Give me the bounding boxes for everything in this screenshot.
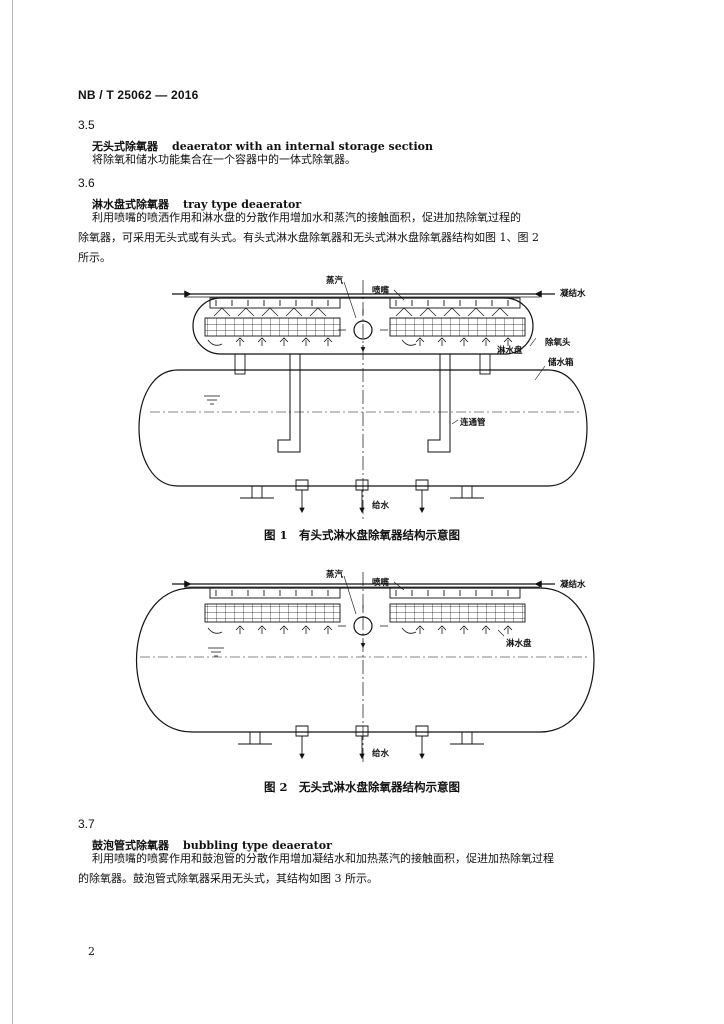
connecting-pipe-right xyxy=(427,354,451,453)
feedwater-outlet xyxy=(355,479,369,512)
definition-line: 所示。 xyxy=(78,251,111,264)
label-tray: 淋水盘 xyxy=(497,345,523,356)
section-number-3-6: 3.6 xyxy=(78,176,95,190)
connecting-pipe-left xyxy=(277,354,301,453)
water-level-symbol xyxy=(208,647,224,657)
definition-line: 利用喷嘴的喷洒作用和淋水盘的分散作用增加水和蒸汽的接触面积，促进加热除氧过程的 xyxy=(92,211,521,224)
label-feedwater: 给水 xyxy=(372,748,390,759)
tank-shell xyxy=(135,587,595,733)
term-en: bubbling type deaerator xyxy=(183,839,332,852)
label-tray: 淋水盘 xyxy=(506,638,532,649)
figure-2-diagram: 蒸汽 喷嘴 凝结水 淋水盘 给水 xyxy=(135,569,595,770)
section-number-3-5: 3.5 xyxy=(78,118,95,132)
feedwater-outlet xyxy=(355,725,369,758)
water-level-symbol xyxy=(204,395,220,405)
tray-stack-right xyxy=(389,603,526,623)
page-number: 2 xyxy=(88,945,95,958)
term-zh: 无头式除氧器 xyxy=(92,140,158,153)
section-number-3-7: 3.7 xyxy=(78,817,95,831)
definition-line: 除氧器，可采用无头式或有头式。有头式淋水盘除氧器和无头式淋水盘除氧器结构如图 1… xyxy=(78,231,539,244)
page-edge-line xyxy=(12,0,13,1024)
label-condensate: 凝结水 xyxy=(560,288,586,299)
term-3-7: 鼓泡管式除氧器 bubbling type deaerator xyxy=(92,837,332,853)
definition-3-7: 利用喷嘴的喷雾作用和鼓泡管的分散作用增加凝结水和加热蒸汽的接触面积，促进加热除氧… xyxy=(78,849,554,889)
term-en: tray type deaerator xyxy=(183,198,302,211)
definition-3-6: 利用喷嘴的喷洒作用和淋水盘的分散作用增加水和蒸汽的接触面积，促进加热除氧过程的 … xyxy=(78,208,539,268)
tray-stack-left xyxy=(204,317,341,337)
definition-3-5: 将除氧和储水功能集合在一个容器中的一体式除氧器。 xyxy=(92,150,356,170)
label-condensate: 凝结水 xyxy=(560,579,586,590)
figure-1-caption: 图 1 有头式淋水盘除氧器结构示意图 xyxy=(263,528,460,542)
label-nozzle: 喷嘴 xyxy=(372,577,390,588)
term-3-6: 淋水盘式除氧器 tray type deaerator xyxy=(92,196,301,212)
definition-line: 利用喷嘴的喷雾作用和鼓泡管的分散作用增加凝结水和加热蒸汽的接触面积，促进加热除氧… xyxy=(92,852,554,865)
label-storage-tank: 储水箱 xyxy=(547,357,574,368)
tray-stack-right xyxy=(389,317,526,337)
label-feedwater: 给水 xyxy=(372,500,390,511)
figure-2-caption: 图 2 无头式淋水盘除氧器结构示意图 xyxy=(263,780,460,794)
label-deaerator-head: 除氧头 xyxy=(545,337,571,348)
storage-tank-shell xyxy=(138,369,588,487)
definition-line: 的除氧器。鼓泡管式除氧器采用无头式，其结构如图 3 所示。 xyxy=(78,872,378,885)
standard-number-header: NB / T 25062 — 2016 xyxy=(78,88,199,102)
label-steam: 蒸汽 xyxy=(326,569,344,580)
label-connecting-pipe: 连通管 xyxy=(460,417,486,428)
figure-1-diagram: 蒸汽 喷嘴 凝结水 除氧头 淋水盘 储水箱 连通管 给水 xyxy=(138,275,588,520)
term-zh: 淋水盘式除氧器 xyxy=(92,198,169,211)
definition-line: 将除氧和储水功能集合在一个容器中的一体式除氧器。 xyxy=(92,153,356,166)
tray-stack-left xyxy=(204,603,341,623)
term-en: deaerator with an internal storage secti… xyxy=(172,140,434,153)
term-3-5: 无头式除氧器 deaerator with an internal storage… xyxy=(92,138,433,154)
label-steam: 蒸汽 xyxy=(326,275,344,286)
label-nozzle: 喷嘴 xyxy=(372,285,390,296)
term-zh: 鼓泡管式除氧器 xyxy=(92,839,169,852)
